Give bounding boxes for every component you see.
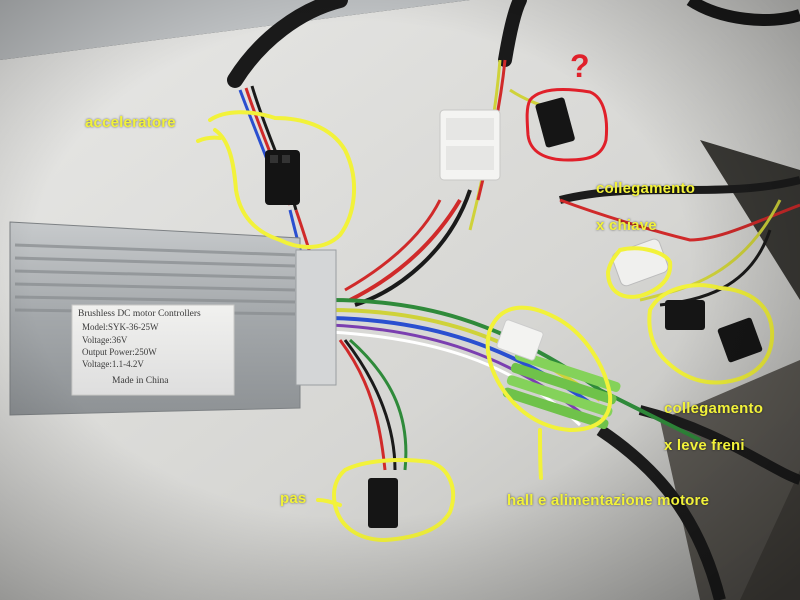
label-line-model: Model:SYK-36-25W [82, 322, 159, 332]
annotation-brake-line1: collegamento [664, 400, 764, 417]
annotation-brake-line2: x leve freni [664, 437, 745, 454]
annotation-hall-motor: hall e alimentazione motore [507, 492, 710, 509]
label-line-title: Brushless DC motor Controllers [78, 309, 201, 319]
annotation-key-line1: collegamento [596, 180, 696, 197]
label-line-origin: Made in China [112, 376, 169, 386]
label-line-voltage: Voltage:36V [82, 335, 128, 345]
annotation-accelerator: acceleratore [85, 114, 176, 131]
annotation-key-line2: x chiave [596, 217, 657, 234]
label-line-signal-voltage: Voltage:1.1-4.2V [82, 359, 144, 369]
annotation-pas: pas [280, 490, 307, 507]
label-line-power: Output Power:250W [82, 347, 157, 357]
annotation-question-mark: ? [570, 48, 590, 84]
